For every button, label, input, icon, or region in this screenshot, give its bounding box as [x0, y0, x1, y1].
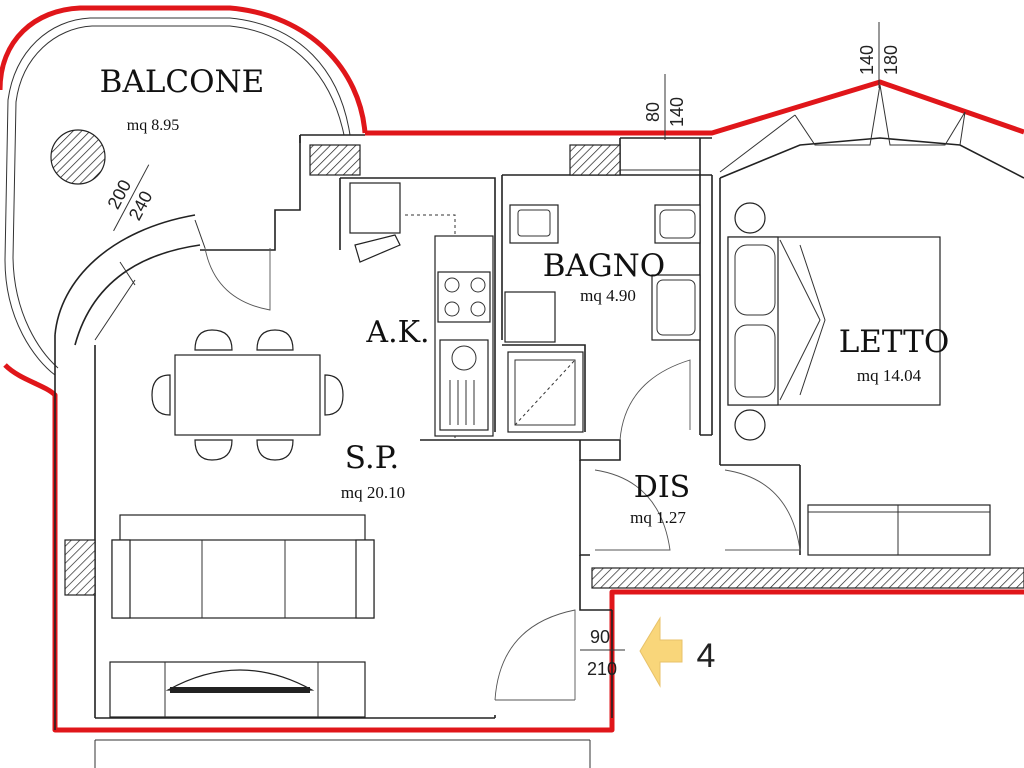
- sink-icon: [439, 339, 489, 431]
- room-name-bagno: BAGNO: [543, 248, 665, 284]
- dim-entrance-door: 90 210: [580, 627, 625, 679]
- room-name-ak: A.K.: [365, 315, 429, 350]
- kitchen-furniture: [349, 182, 494, 440]
- entrance-arrow-icon: [639, 616, 683, 688]
- bathroom-fixtures: [504, 204, 701, 433]
- column: [309, 144, 361, 176]
- sofa: [111, 514, 375, 619]
- svg-text:180: 180: [881, 45, 901, 75]
- room-area-balcone: mq 8.95: [127, 117, 179, 134]
- entrance-label: 4: [697, 637, 716, 675]
- dim-window-bedroom: 140 180: [857, 22, 901, 88]
- room-name-balcone: BALCONE: [100, 64, 265, 100]
- room-name-letto: LETTO: [839, 324, 950, 360]
- dim-window-bath: 80 140: [643, 74, 687, 140]
- room-name-dis: DIS: [634, 470, 690, 505]
- room-area-bagno: mq 4.90: [580, 286, 636, 305]
- balcony: [4, 17, 351, 376]
- svg-text:210: 210: [587, 659, 617, 679]
- apartment-perimeter: [0, 5, 1024, 733]
- svg-text:140: 140: [667, 97, 687, 127]
- plant-pot: [50, 129, 106, 185]
- doors: [204, 247, 801, 701]
- tv-cabinet: [109, 661, 366, 718]
- svg-text:140: 140: [857, 45, 877, 75]
- room-name-sp: S.P.: [345, 440, 399, 476]
- column: [64, 539, 96, 596]
- column: [569, 144, 621, 176]
- walls: [54, 84, 1024, 768]
- dim-window-balcony: 200 240: [104, 164, 156, 232]
- bed: [727, 202, 941, 441]
- dining-table: [151, 329, 344, 461]
- room-area-dis: mq 1.27: [630, 508, 686, 527]
- svg-text:90: 90: [590, 627, 610, 647]
- wardrobe: [807, 504, 991, 556]
- room-area-letto: mq 14.04: [857, 366, 922, 385]
- svg-text:80: 80: [643, 102, 663, 122]
- room-area-sp: mq 20.10: [341, 483, 405, 502]
